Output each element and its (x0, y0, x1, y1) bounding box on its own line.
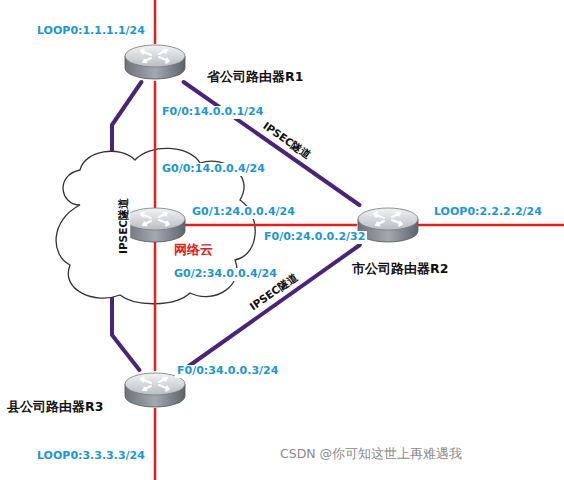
router-name: 市公司路由器R2 (350, 262, 450, 276)
network-link (260, 224, 356, 227)
router-node: 省公司路由器R1 (123, 42, 187, 82)
network-link (154, 82, 157, 145)
interface-label: G0/2:34.0.0.4/24 (172, 268, 279, 281)
watermark: CSDN @你可知这世上再难遇我 (278, 447, 464, 461)
interface-label: G0/0:14.0.0.4/24 (160, 163, 267, 176)
cloud-title: 网络云 (172, 243, 215, 258)
router-name: 县公司路由器R3 (5, 400, 105, 414)
loopback-wire (418, 224, 564, 227)
loopback-label: LOOP0:2.2.2.2/24 (432, 206, 544, 219)
router-icon (123, 42, 187, 82)
interface-label: F0/0:14.0.0.1/24 (160, 106, 265, 119)
loopback-wire (154, 0, 157, 44)
interface-label: G0/1:24.0.0.4/24 (190, 206, 297, 219)
router-icon (123, 205, 187, 245)
interface-label: F0/0:34.0.0.3/24 (175, 365, 280, 378)
network-link (154, 305, 157, 370)
loopback-label: LOOP0:1.1.1.1/24 (35, 25, 147, 38)
interface-label: F0/0:24.0.0.2/32 (262, 231, 367, 244)
loopback-label: LOOP0:3.3.3.3/24 (35, 450, 147, 463)
loopback-wire (154, 408, 157, 480)
router-name: 省公司路由器R1 (205, 70, 305, 84)
tunnel-label: IPSEC隧道 (118, 196, 130, 256)
